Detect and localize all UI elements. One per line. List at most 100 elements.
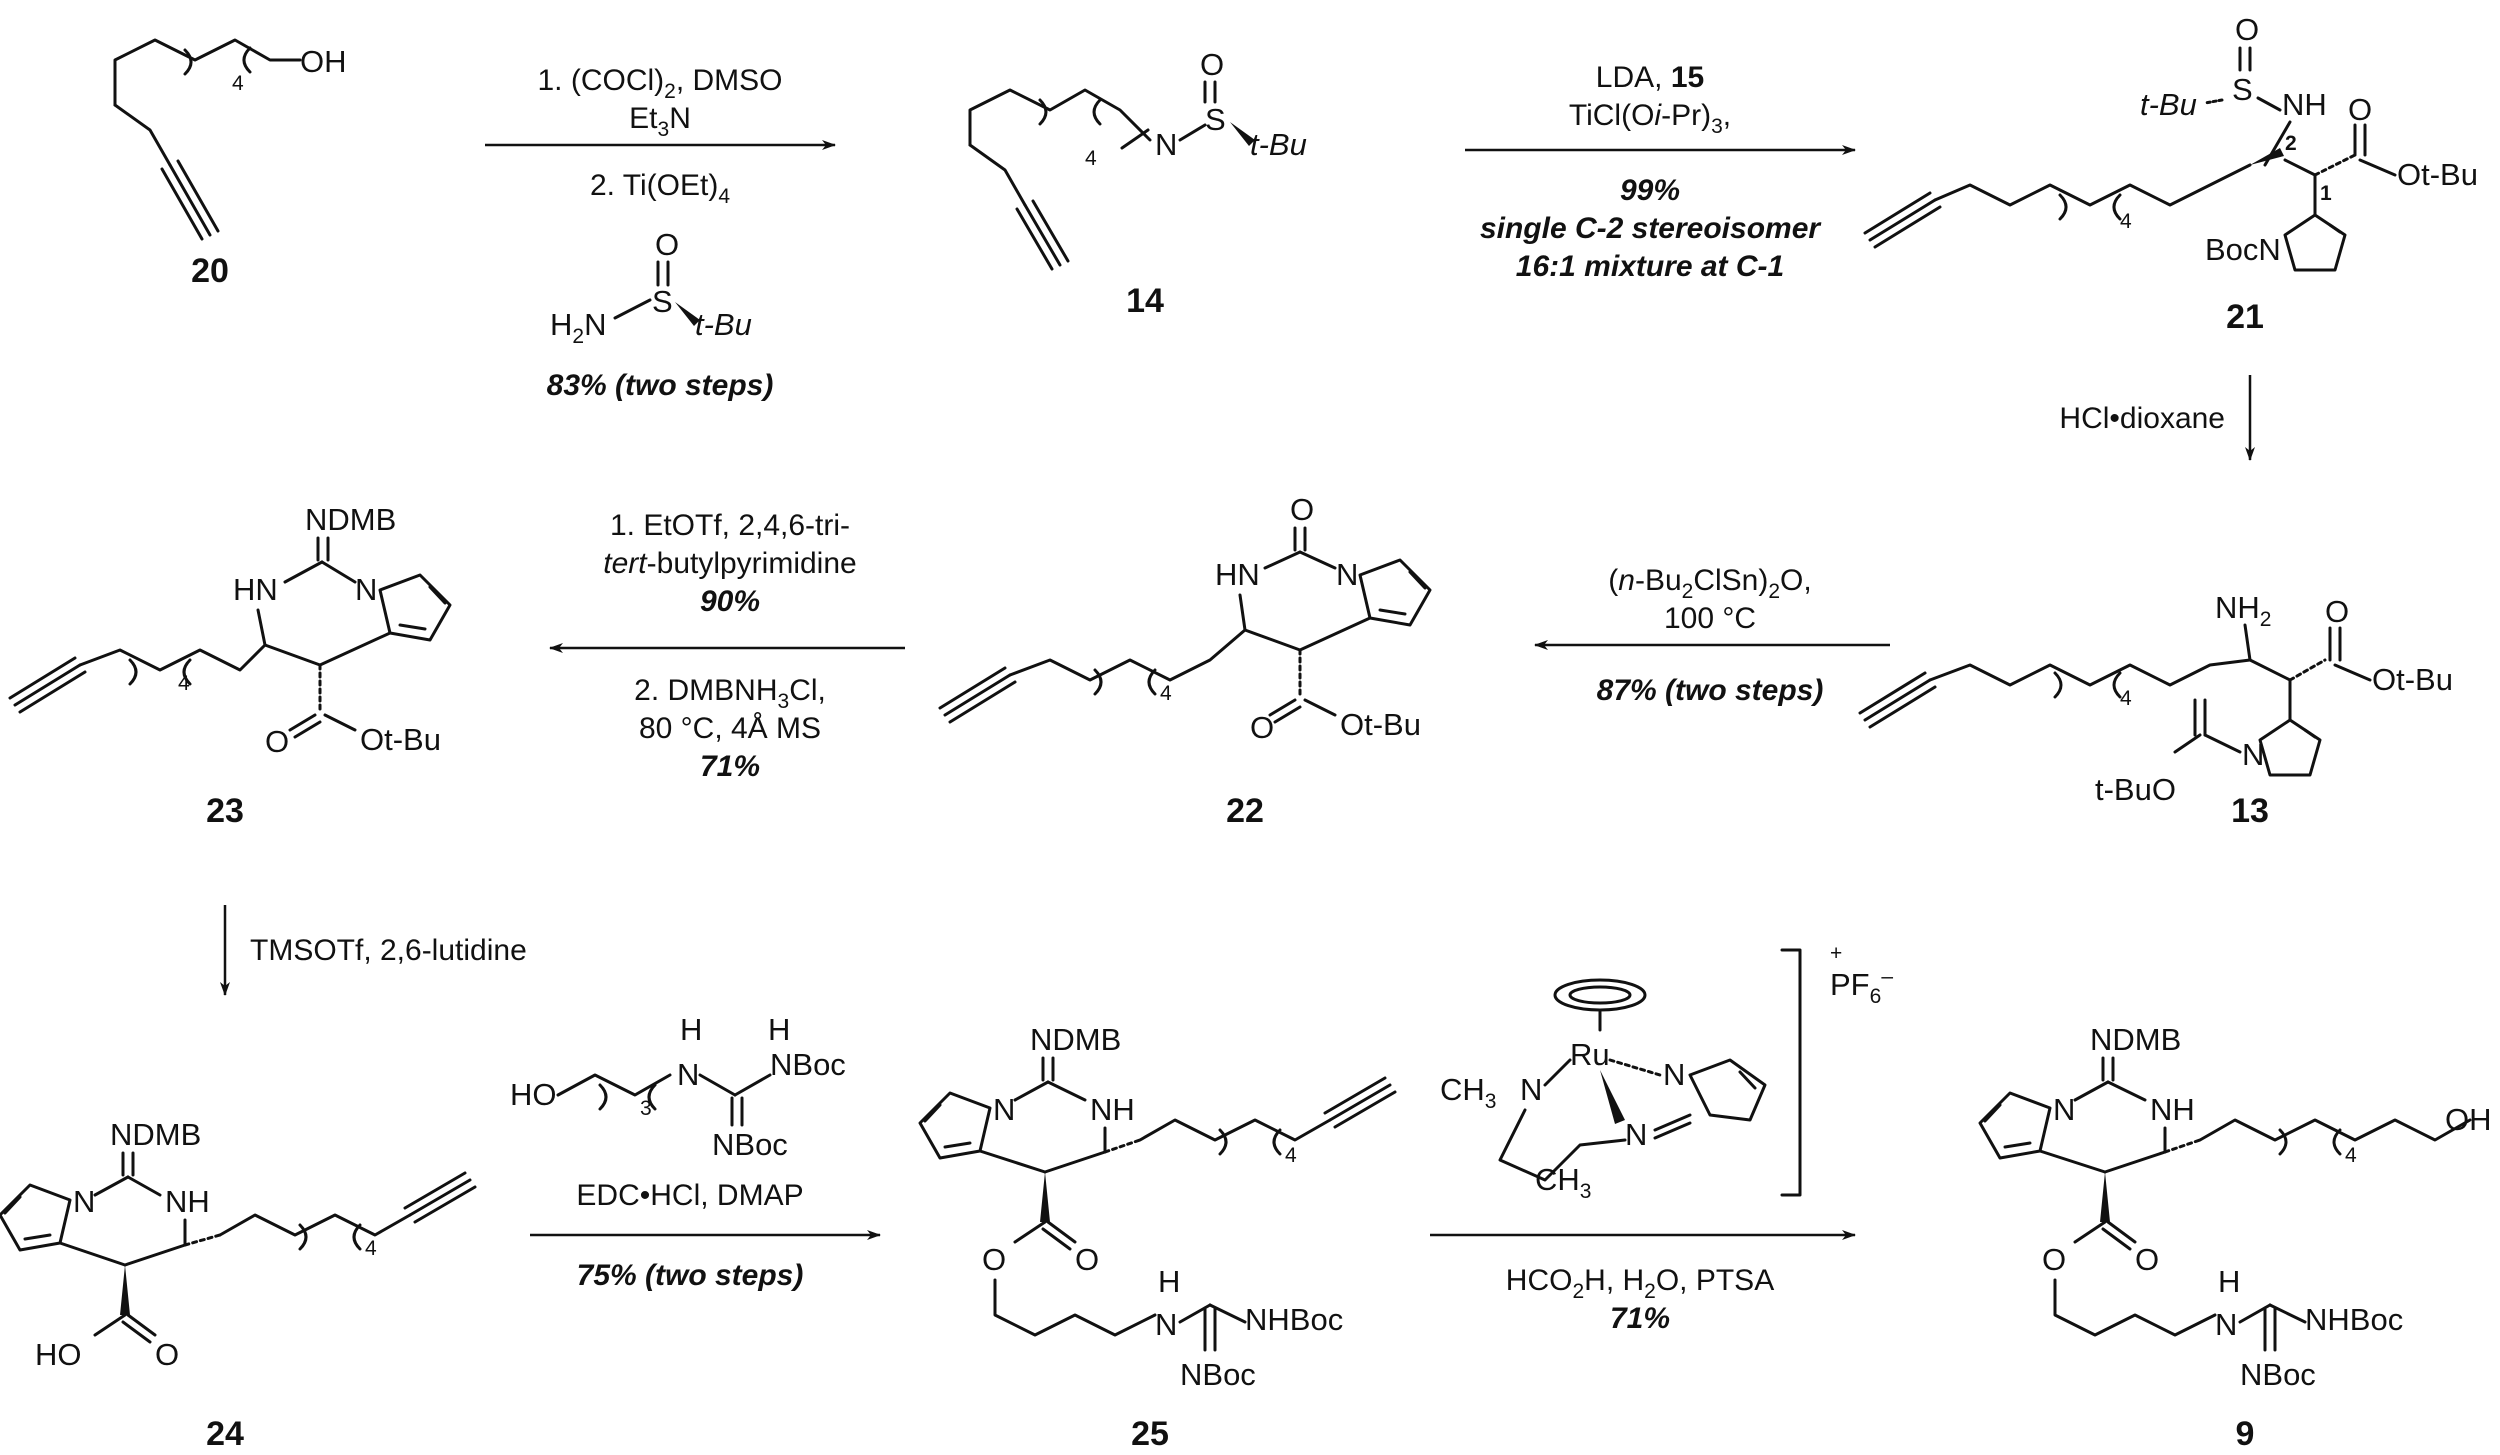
reagents-step-4: (n-Bu2ClSn)2O, 100 °C 87% (two steps) — [1597, 564, 1824, 707]
svg-text:NBoc: NBoc — [770, 1047, 846, 1082]
svg-text:+: + — [1830, 942, 1842, 965]
svg-text:2: 2 — [2285, 132, 2297, 155]
svg-text:NH: NH — [1090, 1092, 1135, 1127]
compound-22-label: 22 — [1226, 792, 1264, 830]
svg-text:single C-2 stereoisomer: single C-2 stereoisomer — [1480, 212, 1822, 245]
svg-text:4: 4 — [1160, 682, 1172, 705]
svg-text:1. EtOTf, 2,4,6-tri-: 1. EtOTf, 2,4,6-tri- — [610, 509, 850, 542]
svg-text:4: 4 — [2120, 687, 2132, 710]
svg-text:HCO2H, H2O, PTSA: HCO2H, H2O, PTSA — [1506, 1264, 1774, 1303]
svg-text:O: O — [1250, 710, 1274, 745]
compound-20-label: 20 — [191, 252, 229, 290]
svg-text:O: O — [655, 227, 679, 262]
svg-text:4: 4 — [365, 1237, 377, 1260]
reagents-step-3: HCl•dioxane — [2059, 402, 2225, 435]
svg-text:O: O — [1290, 492, 1314, 527]
svg-text:H2N: H2N — [550, 307, 606, 348]
svg-text:2. Ti(OEt)4: 2. Ti(OEt)4 — [590, 169, 730, 208]
svg-text:NBoc: NBoc — [2240, 1357, 2316, 1392]
compound-9: NDMB NH N 4 OH O O H N NHBoc NBoc 9 — [1978, 1022, 2492, 1453]
svg-text:Et3N: Et3N — [629, 102, 691, 141]
svg-text:4: 4 — [1085, 147, 1097, 170]
compound-24-label: 24 — [206, 1415, 244, 1453]
svg-text:NDMB: NDMB — [2090, 1022, 2181, 1057]
svg-text:NH2: NH2 — [2215, 590, 2271, 631]
svg-text:t-Bu: t-Bu — [2140, 87, 2197, 122]
svg-text:4: 4 — [1285, 1144, 1297, 1167]
compound-20: OH 4 20 — [113, 38, 347, 290]
svg-text:1. (COCl)2, DMSO: 1. (COCl)2, DMSO — [537, 64, 782, 103]
svg-text:O: O — [1200, 47, 1224, 82]
reagents-step-5: 1. EtOTf, 2,4,6-tri- tert-butylpyrimidin… — [603, 509, 856, 783]
svg-text:N: N — [1625, 1117, 1647, 1152]
svg-text:NBoc: NBoc — [712, 1127, 788, 1162]
svg-text:80 °C, 4Å MS: 80 °C, 4Å MS — [639, 712, 821, 745]
compound-21: O S t-Bu NH 4 2 1 O Ot-Bu BocN 21 — [1863, 12, 2478, 336]
compound-25: NDMB NH N 4 O O H H N NHBoc NB — [918, 1022, 1397, 1453]
svg-text:71%: 71% — [700, 750, 760, 783]
svg-text:N: N — [1520, 1072, 1542, 1107]
svg-text:NHBoc: NHBoc — [1245, 1302, 1343, 1337]
reagents-step-6: TMSOTf, 2,6-lutidine — [250, 934, 527, 967]
svg-text:O: O — [2042, 1242, 2066, 1277]
svg-text:3: 3 — [640, 1097, 652, 1120]
svg-text:N: N — [2215, 1307, 2237, 1342]
svg-text:Ot-Bu: Ot-Bu — [1340, 707, 1421, 742]
svg-text:HO: HO — [510, 1077, 557, 1112]
svg-text:EDC•HCl, DMAP: EDC•HCl, DMAP — [576, 1179, 803, 1212]
svg-text:N: N — [993, 1092, 1015, 1127]
svg-text:TiCl(Oi-Pr)3,: TiCl(Oi-Pr)3, — [1569, 99, 1731, 138]
svg-text:N: N — [1155, 127, 1177, 162]
svg-text:CH3: CH3 — [1535, 1162, 1591, 1203]
svg-text:O: O — [2325, 594, 2349, 629]
svg-text:PF6–: PF6– — [1830, 965, 1893, 1008]
svg-text:CH3: CH3 — [1440, 1072, 1496, 1113]
svg-text:S: S — [652, 284, 673, 319]
svg-text:HN: HN — [233, 572, 278, 607]
hydroxyl-label: OH — [300, 44, 347, 79]
svg-text:H: H — [680, 1012, 702, 1047]
svg-text:N: N — [73, 1184, 95, 1219]
svg-text:(n-Bu2ClSn)2O,: (n-Bu2ClSn)2O, — [1608, 564, 1811, 603]
svg-text:NH: NH — [2282, 87, 2327, 122]
svg-text:S: S — [1205, 102, 1226, 137]
svg-text:S: S — [2232, 72, 2253, 107]
compound-25-label: 25 — [1131, 1415, 1169, 1453]
svg-text:100 °C: 100 °C — [1664, 602, 1756, 635]
compound-13-label: 13 — [2231, 792, 2269, 830]
svg-text:4: 4 — [2120, 210, 2132, 233]
svg-text:O: O — [1075, 1242, 1099, 1277]
svg-text:NDMB: NDMB — [110, 1117, 201, 1152]
svg-text:87% (two steps): 87% (two steps) — [1597, 674, 1824, 707]
compound-14-label: 14 — [1126, 282, 1164, 320]
svg-text:N: N — [2053, 1092, 2075, 1127]
compound-23: NDMB HN N 4 N O Ot-Bu 23 — [8, 502, 452, 830]
svg-text:t-Bu: t-Bu — [695, 307, 752, 342]
svg-text:NBoc: NBoc — [1180, 1357, 1256, 1392]
svg-text:4: 4 — [178, 672, 190, 695]
svg-text:H: H — [2218, 1264, 2240, 1299]
svg-text:O: O — [982, 1242, 1006, 1277]
svg-text:16:1 mixture at C-1: 16:1 mixture at C-1 — [1516, 250, 1784, 283]
compound-21-label: 21 — [2226, 298, 2264, 336]
svg-text:O: O — [155, 1337, 179, 1372]
reagents-step-2: LDA, 15 TiCl(Oi-Pr)3, 99% single C-2 ste… — [1480, 61, 1822, 283]
svg-text:HO: HO — [35, 1337, 82, 1372]
compound-24: NDMB NH N 4 HO O 24 — [0, 1117, 477, 1453]
svg-text:Ot-Bu: Ot-Bu — [360, 722, 441, 757]
svg-text:O: O — [265, 724, 289, 759]
svg-text:N: N — [1155, 1307, 1177, 1342]
svg-text:H: H — [1158, 1264, 1180, 1299]
svg-text:Ot-Bu: Ot-Bu — [2397, 157, 2478, 192]
svg-text:Ru: Ru — [1570, 1037, 1610, 1072]
svg-text:Ot-Bu: Ot-Bu — [2372, 662, 2453, 697]
chain-count-label: 4 — [232, 72, 244, 95]
svg-text:H: H — [768, 1012, 790, 1047]
reagents-step-7: HO 3 H N H NBoc NBoc EDC•HCl, DMAP 75% (… — [510, 1012, 846, 1292]
svg-text:t-Bu: t-Bu — [1250, 127, 1307, 162]
svg-text:LDA, 15: LDA, 15 — [1596, 61, 1704, 94]
svg-text:NH: NH — [165, 1184, 210, 1219]
svg-text:N: N — [355, 572, 377, 607]
svg-text:OH: OH — [2445, 1102, 2492, 1137]
svg-text:1: 1 — [2320, 182, 2332, 205]
